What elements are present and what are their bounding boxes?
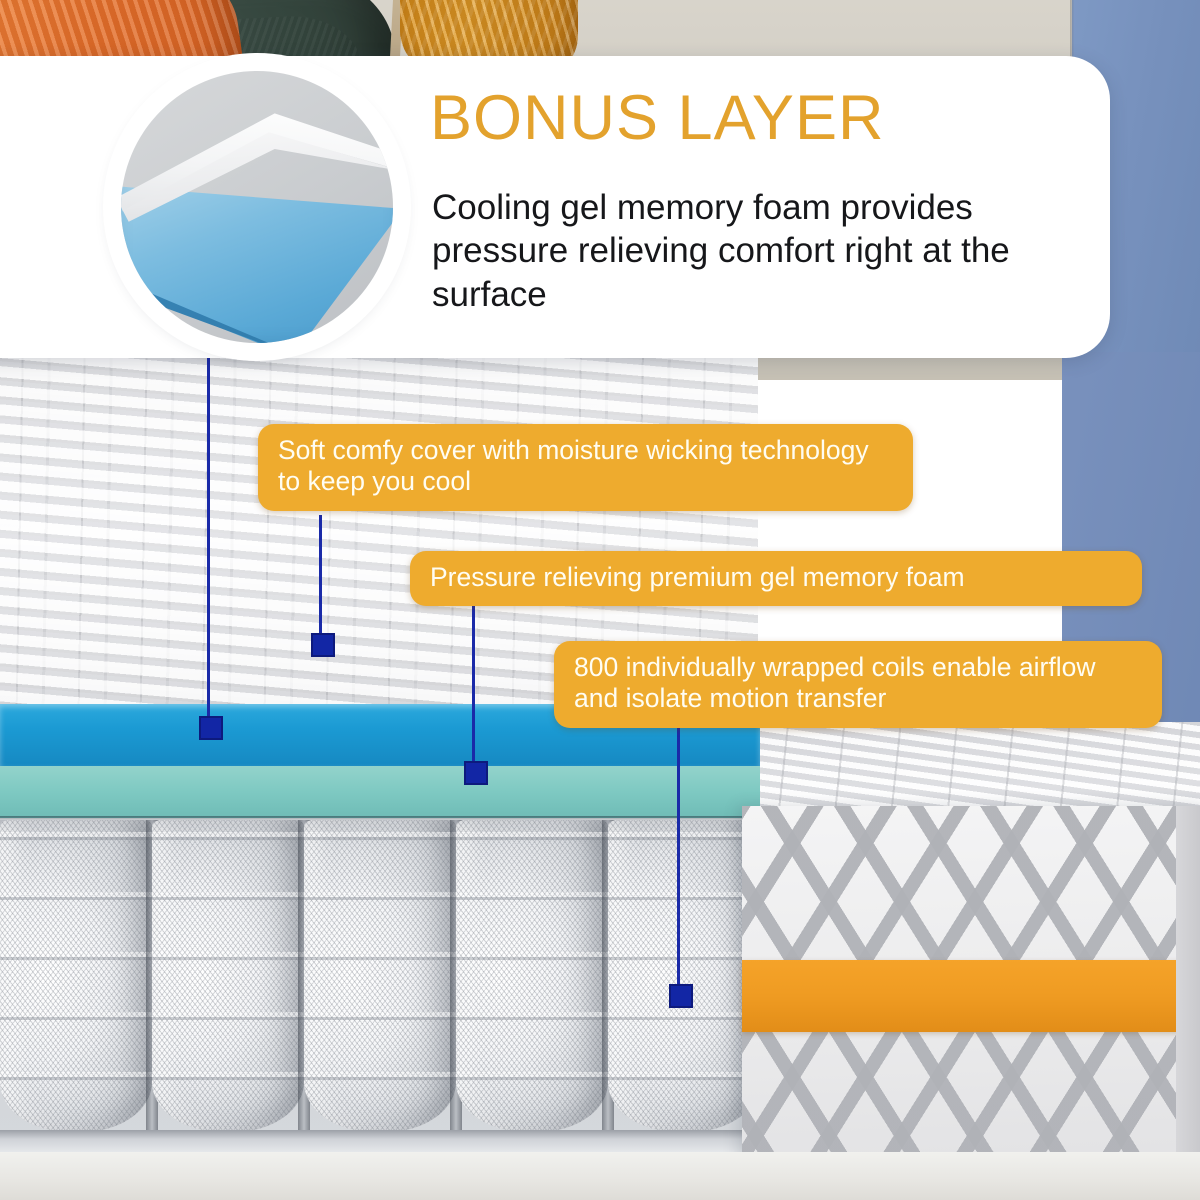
mattress-cutaway [0,352,1200,1200]
pointer-marker-cover-top [199,716,223,740]
callout-cover: Soft comfy cover with moisture wicking t… [258,424,913,511]
page-subtitle: Cooling gel memory foam provides pressur… [432,188,1010,314]
pointer-marker-gel-foam [464,761,488,785]
side-panel-right-edge [1176,806,1200,1166]
gel-foam-layer-icon-inner [121,71,393,343]
pointer-line-coils [677,728,680,992]
coil [304,820,456,1132]
pointer-marker-coils [669,984,693,1008]
layer-shadow [0,816,760,823]
page-title: BONUS LAYER [430,83,885,153]
callout-coils: 800 individually wrapped coils enable ai… [554,641,1162,728]
coil [0,820,152,1132]
transition-foam-layer [0,766,760,818]
callout-gel-foam: Pressure relieving premium gel memory fo… [410,551,1142,607]
pointer-line-cover-top [207,352,210,724]
pointer-marker-cover [311,633,335,657]
coil [456,820,608,1132]
coil [608,820,756,1132]
coil-base-edge [0,1130,756,1156]
orange-side-band [742,960,1200,1032]
floor [0,1152,1200,1200]
wrapped-coil-unit [0,820,756,1144]
pointer-line-gel-foam [472,601,475,769]
coil [152,820,304,1132]
pointer-line-cover [319,515,322,641]
quilted-cover-surface-right [742,722,1200,814]
gel-foam-layer-icon [112,62,402,352]
